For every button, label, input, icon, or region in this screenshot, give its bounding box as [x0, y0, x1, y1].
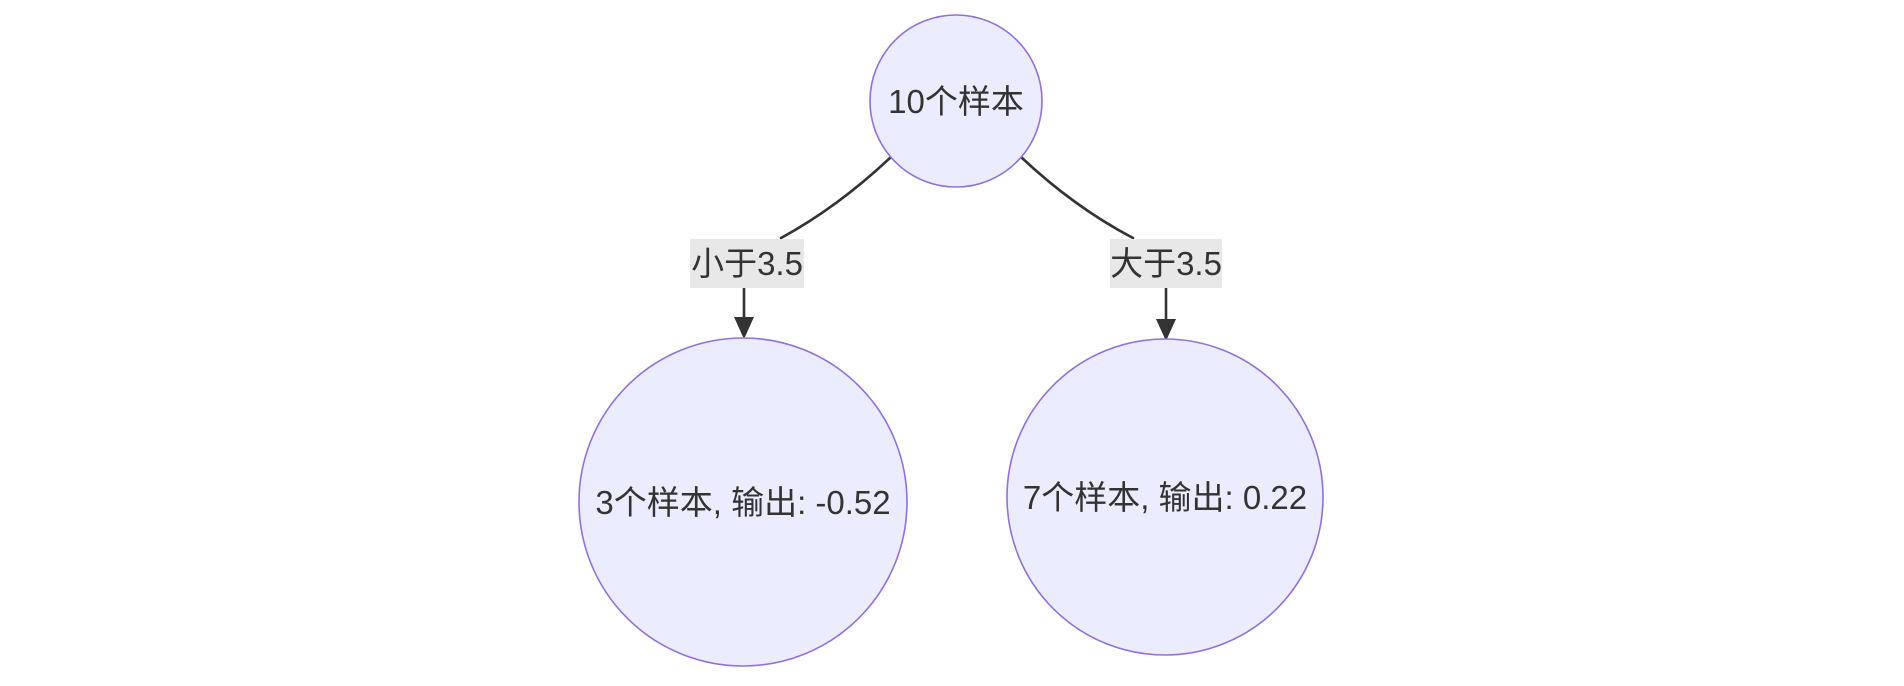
right-leaf-label: 7个样本, 输出: 0.22: [1023, 479, 1307, 516]
right-arrowhead-icon: [1156, 319, 1176, 341]
left-leaf-circle: [578, 337, 908, 667]
right-leaf-circle: [1006, 338, 1324, 656]
edge-label-left-text: 小于3.5: [691, 245, 803, 282]
root-node: 10个样本: [869, 14, 1043, 188]
root-node-label: 10个样本: [888, 83, 1024, 120]
left-leaf-node: 3个样本, 输出: -0.52: [578, 337, 908, 667]
edge-label-left: 小于3.5: [690, 239, 804, 288]
root-node-circle: [869, 14, 1043, 188]
edge-label-right: 大于3.5: [1110, 239, 1222, 288]
right-leaf-node: 7个样本, 输出: 0.22: [1006, 338, 1324, 656]
edge-label-right-text: 大于3.5: [1110, 245, 1222, 282]
edge-label-right-bg: [1110, 239, 1222, 288]
left-leaf-label: 3个样本, 输出: -0.52: [595, 484, 890, 521]
left-arrowhead-icon: [734, 317, 754, 339]
edge-left-branch-line: [779, 155, 893, 240]
edge-label-left-bg: [690, 239, 804, 288]
edge-right-branch-line: [1019, 155, 1135, 240]
